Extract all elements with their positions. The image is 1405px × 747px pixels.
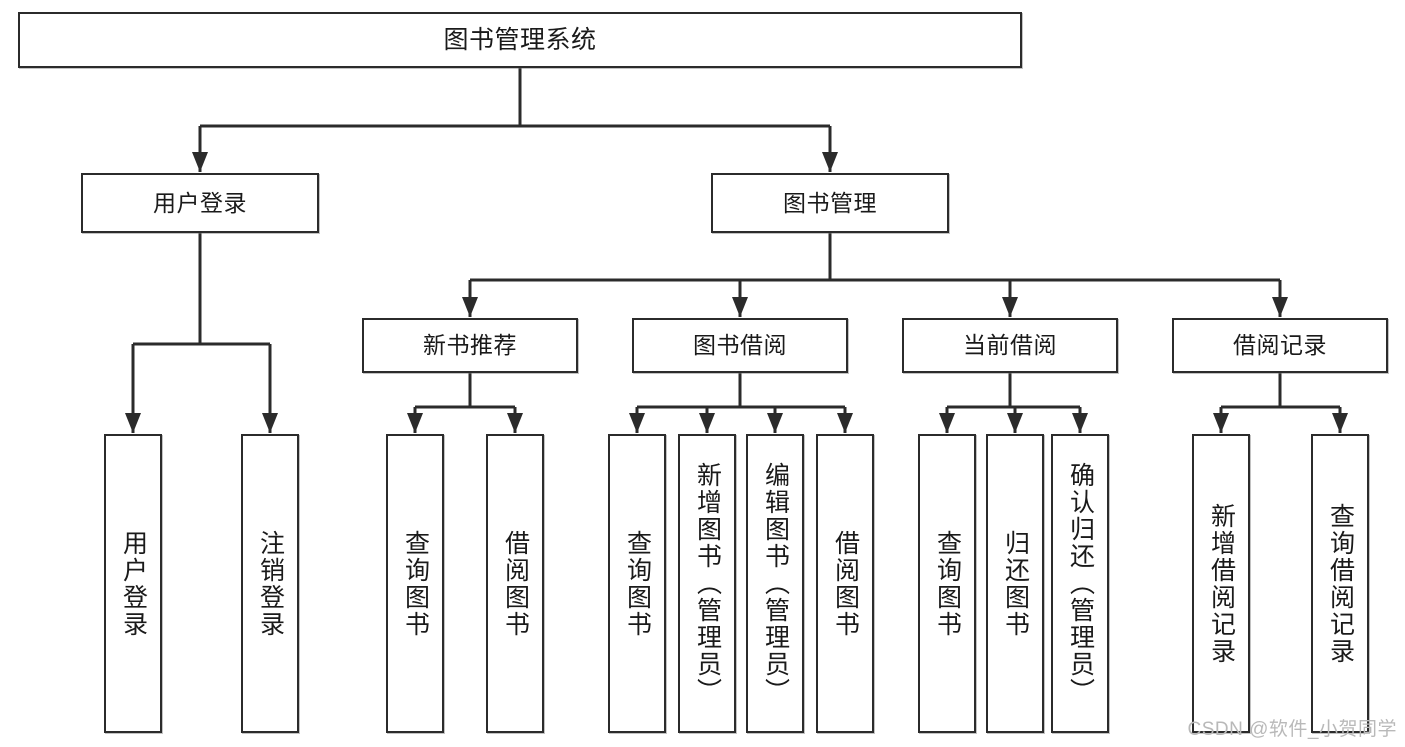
node-label: 新增图书（管理员） (693, 462, 722, 705)
arrowhead-icon (1007, 413, 1023, 433)
node-label: 查询图书 (401, 529, 430, 638)
arrowhead-icon (462, 297, 478, 317)
node-new-book-rec[interactable]: 新书推荐 (362, 318, 578, 373)
node-label: 用户登录 (153, 189, 247, 216)
node-leaf-bb-query[interactable]: 查询图书 (608, 434, 666, 733)
node-root[interactable]: 图书管理系统 (18, 12, 1022, 68)
arrowhead-icon (192, 152, 208, 172)
node-label: 借阅图书 (501, 529, 530, 638)
node-label: 归还图书 (1001, 529, 1030, 638)
watermark-label: CSDN @软件_小贺同学 (1187, 719, 1397, 740)
node-borrow-record[interactable]: 借阅记录 (1172, 318, 1388, 373)
node-leaf-user-logout[interactable]: 注销登录 (241, 434, 299, 733)
node-label: 查询图书 (933, 529, 962, 638)
arrowhead-icon (767, 413, 783, 433)
node-label: 新书推荐 (423, 332, 517, 359)
node-leaf-nbr-query[interactable]: 查询图书 (386, 434, 444, 733)
node-user-login[interactable]: 用户登录 (81, 173, 319, 233)
arrowhead-icon (1332, 413, 1348, 433)
node-label: 图书管理系统 (443, 25, 597, 54)
node-leaf-bb-add[interactable]: 新增图书（管理员） (678, 434, 736, 733)
node-leaf-nbr-borrow[interactable]: 借阅图书 (486, 434, 544, 733)
node-leaf-cb-query[interactable]: 查询图书 (918, 434, 976, 733)
arrowhead-icon (1272, 297, 1288, 317)
arrowhead-icon (732, 297, 748, 317)
arrowhead-icon (125, 413, 141, 433)
node-leaf-cb-return[interactable]: 归还图书 (986, 434, 1044, 733)
node-label: 借阅图书 (831, 529, 860, 638)
node-leaf-bb-borrow[interactable]: 借阅图书 (816, 434, 874, 733)
node-label: 编辑图书（管理员） (761, 462, 790, 705)
node-book-borrow[interactable]: 图书借阅 (632, 318, 848, 373)
arrowhead-icon (262, 413, 278, 433)
arrowhead-icon (1072, 413, 1088, 433)
arrowhead-icon (699, 413, 715, 433)
arrowhead-icon (1002, 297, 1018, 317)
node-label: 确认归还（管理员） (1066, 462, 1095, 705)
node-label: 图书借阅 (693, 332, 787, 359)
node-book-manage[interactable]: 图书管理 (711, 173, 949, 233)
node-leaf-cb-confirm[interactable]: 确认归还（管理员） (1051, 434, 1109, 733)
arrowhead-icon (629, 413, 645, 433)
node-leaf-bb-edit[interactable]: 编辑图书（管理员） (746, 434, 804, 733)
node-label: 借阅记录 (1233, 332, 1327, 359)
node-leaf-user-login[interactable]: 用户登录 (104, 434, 162, 733)
node-label: 图书管理 (783, 189, 877, 216)
arrowhead-icon (1213, 413, 1229, 433)
arrowhead-icon (837, 413, 853, 433)
node-label: 新增借阅记录 (1207, 502, 1236, 665)
node-label: 查询借阅记录 (1326, 502, 1355, 665)
node-label: 当前借阅 (963, 332, 1057, 359)
arrowhead-icon (822, 152, 838, 172)
node-current-borrow[interactable]: 当前借阅 (902, 318, 1118, 373)
node-label: 用户登录 (119, 529, 148, 638)
node-label: 注销登录 (256, 529, 285, 638)
arrowhead-icon (407, 413, 423, 433)
node-leaf-br-add[interactable]: 新增借阅记录 (1192, 434, 1250, 733)
node-leaf-br-query[interactable]: 查询借阅记录 (1311, 434, 1369, 733)
node-label: 查询图书 (623, 529, 652, 638)
arrowhead-icon (507, 413, 523, 433)
arrowhead-icon (939, 413, 955, 433)
